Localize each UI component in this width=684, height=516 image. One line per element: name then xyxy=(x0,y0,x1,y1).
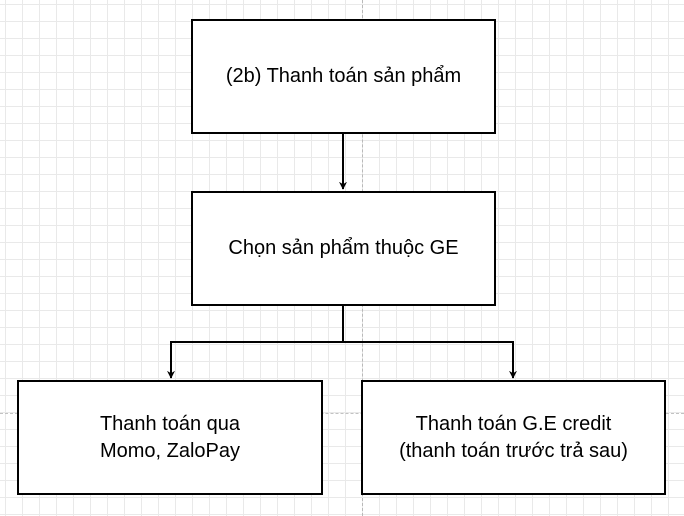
edge-chon-to-momo[interactable] xyxy=(167,306,344,379)
node-label: Thanh toán G.E credit (thanh toán trước … xyxy=(399,412,628,462)
node-chon-san-pham-ge[interactable]: Chọn sản phẩm thuộc GE xyxy=(191,191,496,306)
node-thanh-toan-momo-zalopay[interactable]: Thanh toán qua Momo, ZaloPay xyxy=(17,380,323,495)
node-label: Thanh toán qua Momo, ZaloPay xyxy=(99,412,241,462)
edge-chon-to-credit[interactable] xyxy=(343,341,517,379)
node-label: (2b) Thanh toán sản phẩm xyxy=(225,65,462,87)
node-label: Chọn sản phẩm thuộc GE xyxy=(228,237,459,259)
node-thanh-toan-san-pham[interactable]: (2b) Thanh toán sản phẩm xyxy=(191,19,496,134)
horizontal-guide-line xyxy=(0,413,684,414)
node-thanh-toan-ge-credit[interactable]: Thanh toán G.E credit (thanh toán trước … xyxy=(361,380,666,495)
